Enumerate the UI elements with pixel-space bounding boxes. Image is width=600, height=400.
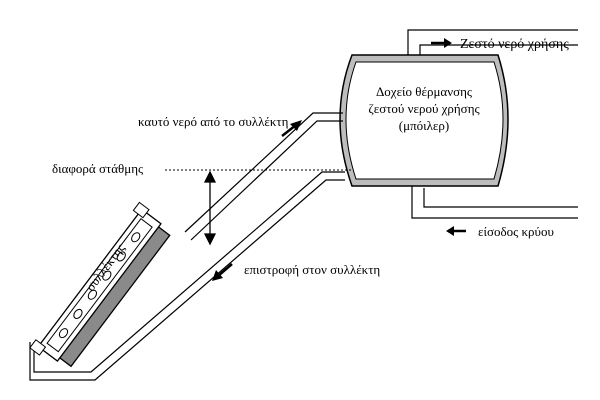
hot-water-out-label: Ζεστό νερό χρήσης (460, 37, 569, 52)
collector-tube (58, 328, 69, 339)
collector-tube (87, 289, 97, 300)
cold-inlet-arrow (446, 226, 466, 236)
tank-label-line2: ζεστού νερού χρήσης (368, 101, 480, 116)
collector-tube (116, 251, 126, 262)
return-flow-pipe (29, 171, 345, 381)
boiler-tank-inner (345, 61, 504, 180)
collector-tube (73, 308, 83, 319)
tank-label-line1: Δοχείο θέρμανσης (376, 84, 473, 99)
hot-from-collector-label: καυτό νερό από το συλλέκτη (138, 114, 289, 129)
tank-label-line3: (μπόιλερ) (399, 118, 449, 133)
cold-inlet-label: είσοδος κρύου (478, 224, 554, 239)
level-difference-label: διαφορά στάθμης (52, 161, 144, 176)
return-to-collector-label: επιστροφή στον συλλέκτη (244, 262, 380, 277)
collector-header-bottom (29, 339, 47, 356)
level-difference-arrow (203, 170, 217, 246)
collector-tube (102, 270, 112, 281)
hot-flow-arrow (281, 120, 302, 137)
cold-water-inlet-pipe (411, 185, 578, 219)
hot-water-out-arrow (431, 38, 452, 48)
solar-collector (29, 201, 171, 368)
hot-water-outlet-pipe (407, 29, 578, 58)
collector-tube (131, 232, 141, 243)
return-flow-arrow (212, 263, 233, 281)
collector-header-top (132, 201, 150, 219)
collector-glass (46, 217, 153, 353)
hot-flow-pipe (184, 112, 343, 241)
